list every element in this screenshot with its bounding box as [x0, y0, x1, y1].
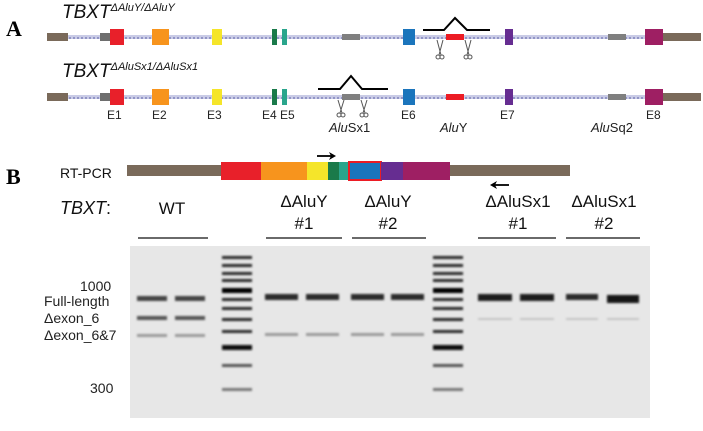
exon-label-e6: E6 [401, 108, 416, 122]
exon-label-e8: E8 [646, 108, 661, 122]
exon-e4 [272, 89, 277, 105]
scissors-icon [463, 39, 473, 60]
panel-b-letter: B [6, 164, 21, 189]
construct-1-title: TBXTΔAluY/ΔAluY [62, 2, 176, 23]
full-length-label: Full-length [44, 293, 109, 309]
lanes-aluy [265, 294, 424, 336]
exon-label-e7: E7 [500, 108, 515, 122]
exon-label-e2: E2 [152, 108, 167, 122]
gel-image [130, 246, 650, 418]
alusx1-element [342, 34, 360, 40]
panel-a-letter: A [6, 16, 22, 41]
exon-e7 [505, 89, 513, 105]
construct-1-allele: ΔAluY/ΔAluY [110, 2, 176, 14]
construct-1-gene: TBXT [62, 2, 112, 23]
exon-e1 [110, 89, 124, 105]
aluy-element [446, 94, 464, 100]
exon-e7 [505, 29, 513, 45]
aluy-label: AluY [439, 120, 468, 135]
delta-exon6-label: Δexon_6 [44, 310, 99, 326]
exon-label-e1: E1 [107, 108, 122, 122]
exon-e2 [152, 89, 169, 105]
ladder-left [222, 256, 252, 391]
exon-e4 [272, 29, 277, 45]
group-alusx1-1-number: #1 [509, 214, 528, 233]
lanes-alusx1 [478, 294, 639, 320]
alusx1-label: AluSx1 [328, 120, 370, 135]
alusq2-element [608, 94, 626, 100]
group-aluy2-number: #2 [379, 214, 398, 233]
scissors-icon [435, 39, 445, 60]
exon-label-e4: E4 [262, 108, 277, 122]
alusx1-element [342, 94, 360, 100]
construct-2-track [47, 74, 701, 105]
transcript-diagram [127, 161, 570, 181]
construct-2-allele: ΔAluSx1/ΔAluSx1 [110, 61, 199, 73]
construct-2-gene: TBXT [62, 61, 112, 82]
aluy-element [446, 34, 464, 40]
alusq2-label: AluSq2 [590, 120, 633, 135]
group-aluy1-number: #1 [295, 214, 314, 233]
exon-e8 [645, 89, 663, 105]
rtpcr-label: RT-PCR [60, 165, 112, 181]
size-label-1000: 1000 [80, 278, 111, 294]
deletion-junction-1 [423, 16, 490, 31]
group-alusx1-1-label: ΔAluSx1 [485, 192, 550, 211]
size-label-300: 300 [90, 380, 114, 396]
exon-e3 [212, 29, 222, 45]
exon-label-e5: E5 [280, 108, 295, 122]
gene-label: TBXT: [60, 198, 111, 218]
construct-2-title: TBXTΔAluSx1/ΔAluSx1 [62, 61, 198, 82]
deletion-junction-2 [318, 74, 388, 90]
alusq2-element [608, 34, 626, 40]
group-aluy2-label: ΔAluY [364, 192, 411, 211]
exon-e1 [110, 29, 124, 45]
lanes-wt [137, 296, 205, 337]
group-wt-label: WT [159, 199, 185, 218]
forward-primer-arrow [317, 152, 336, 160]
exon-e3 [212, 89, 222, 105]
exon-e5 [282, 89, 287, 105]
delta-exon6-7-label: Δexon_6&7 [44, 327, 117, 343]
scissors-icon [359, 99, 369, 118]
reverse-primer-arrow [490, 181, 509, 189]
exon-e8 [645, 29, 663, 45]
exon-label-e3: E3 [207, 108, 222, 122]
exon-e2 [152, 29, 169, 45]
exon-e6 [403, 29, 415, 45]
exon-e5 [282, 29, 287, 45]
scissors-icon [336, 99, 346, 118]
group-aluy1-label: ΔAluY [280, 192, 327, 211]
group-alusx1-2-label: ΔAluSx1 [571, 192, 636, 211]
exon-e6 [403, 89, 415, 105]
construct-1-track [47, 16, 701, 45]
group-alusx1-2-number: #2 [595, 214, 614, 233]
ladder-right [433, 256, 463, 391]
